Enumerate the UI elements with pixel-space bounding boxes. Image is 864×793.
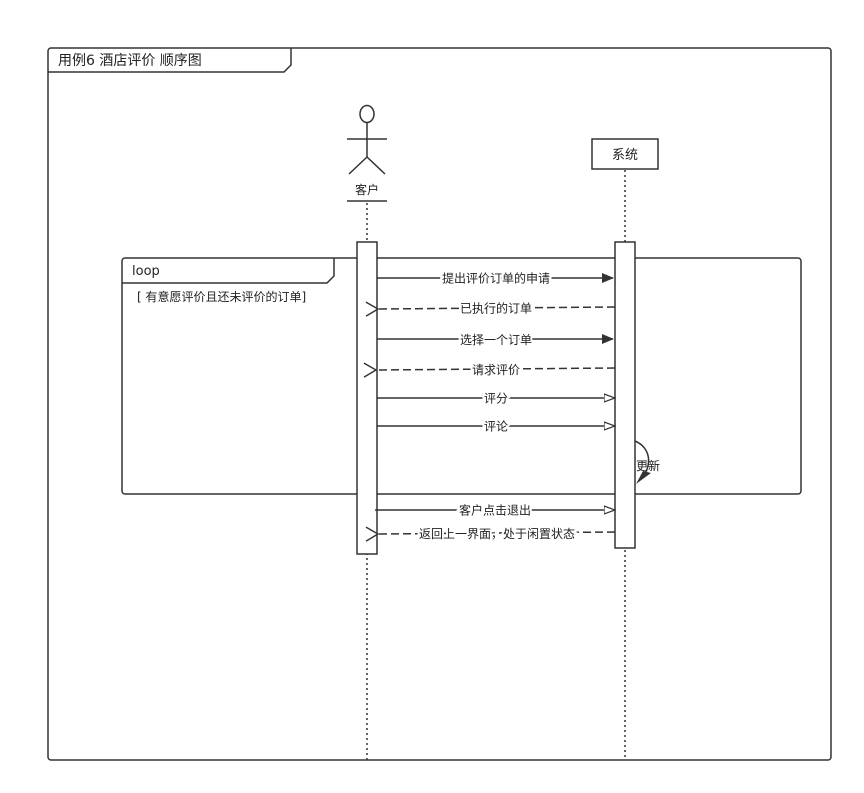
message-2: 已执行的订单 [378, 299, 616, 318]
message-8-label: 客户点击退出 [459, 503, 531, 518]
message-5: 评分 [377, 390, 615, 408]
loop-guard: [ 有意愿评价且还未评价的订单] [137, 289, 306, 304]
message-8: 客户点击退出 [375, 501, 615, 520]
message-4: 请求评价 [376, 361, 616, 379]
frame-title: 用例6 酒店评价 顺序图 [58, 53, 202, 69]
message-3: 选择一个订单 [377, 331, 614, 349]
diagram-frame [47, 47, 832, 761]
loop-operator: loop [132, 264, 160, 279]
message-1: 提出评价订单的申请 [377, 269, 614, 288]
message-4-label: 请求评价 [472, 363, 520, 377]
loop-fragment [121, 257, 802, 495]
message-9: 返回上一界面，处于闲置状态 [378, 525, 616, 543]
frame-title-tab [48, 48, 292, 73]
system-label: 系统 [612, 148, 638, 163]
system-lifeline-box [591, 138, 659, 170]
message-6-label: 评论 [484, 420, 508, 434]
loop-tab [122, 258, 335, 284]
message-2-label: 已执行的订单 [460, 301, 532, 316]
actor-label: 客户 [355, 182, 379, 197]
message-5-label: 评分 [484, 392, 508, 406]
system-activation [614, 241, 636, 549]
message-3-label: 选择一个订单 [460, 333, 532, 347]
message-1-label: 提出评价订单的申请 [442, 271, 550, 286]
actor-figure [347, 104, 387, 175]
actor-activation [356, 241, 378, 555]
message-6: 评论 [377, 418, 615, 436]
message-9-label: 返回上一界面，处于闲置状态 [419, 527, 575, 541]
message-7-self: 更新 [634, 440, 660, 484]
message-7-label: 更新 [636, 458, 660, 473]
